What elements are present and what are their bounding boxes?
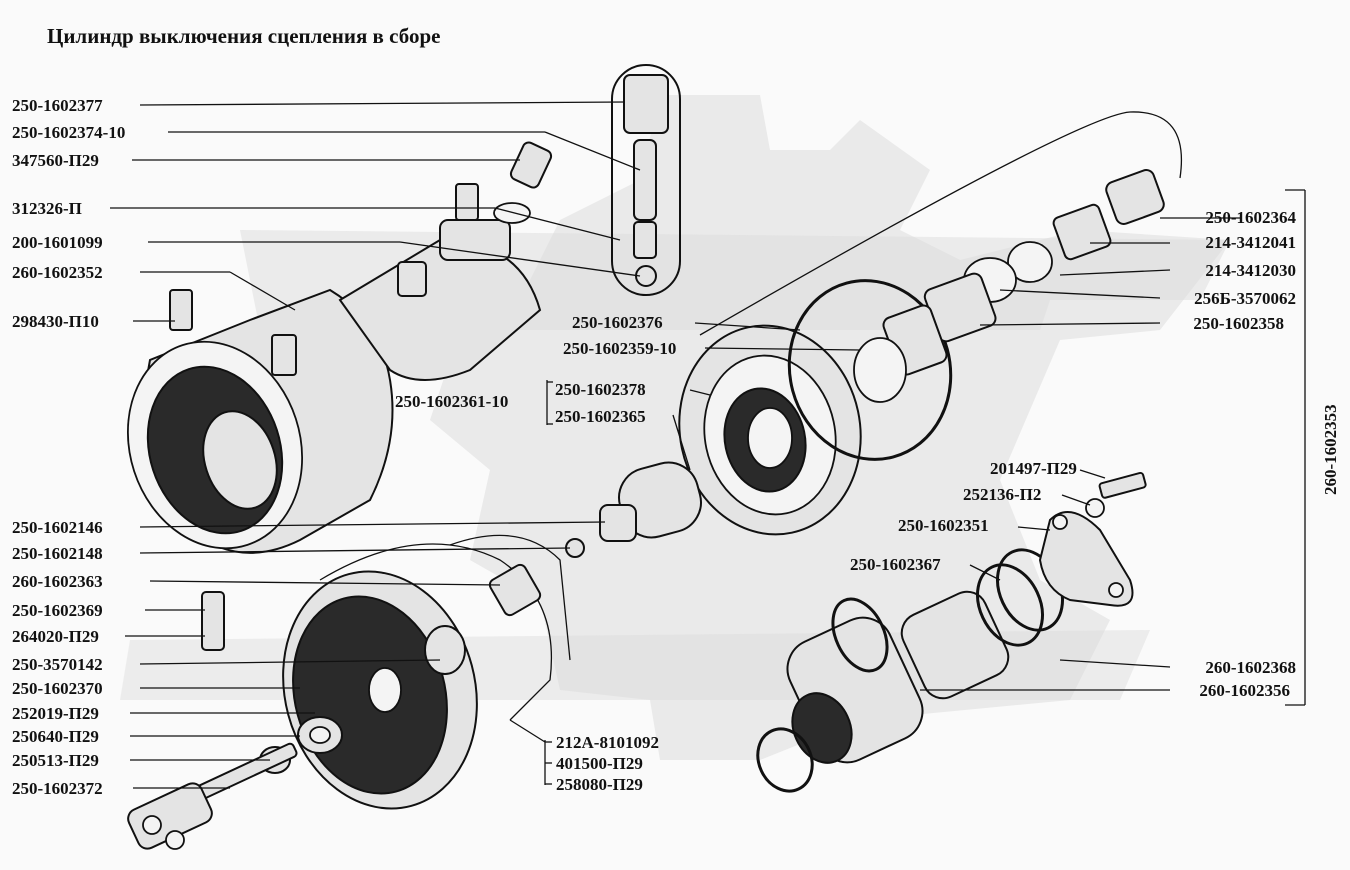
- label-200-1601099: 200-1601099: [12, 233, 103, 252]
- spring-valve-stack: [699, 111, 1182, 403]
- label-214-3412030: 214-3412030: [1205, 261, 1296, 280]
- label-250-1602372: 250-1602372: [12, 779, 103, 798]
- piston-assembly: [565, 279, 953, 558]
- part-labels-center: 250-1602361-10 250-1602378 250-1602365 2…: [395, 313, 1077, 794]
- label-250-1602377: 250-1602377: [12, 96, 103, 115]
- label-214-3412041: 214-3412041: [1205, 233, 1296, 252]
- label-250-1602374-10: 250-1602374-10: [12, 123, 125, 142]
- label-250-1602370: 250-1602370: [12, 679, 103, 698]
- label-250-1602367: 250-1602367: [850, 555, 941, 574]
- label-250-1602361-10: 250-1602361-10: [395, 392, 508, 411]
- label-250-1602359-10: 250-1602359-10: [563, 339, 676, 358]
- part-labels-right: 250-1602364 214-3412041 214-3412030 256Б…: [1193, 208, 1340, 700]
- label-250-1602378: 250-1602378: [555, 380, 646, 399]
- label-250-1602358: 250-1602358: [1193, 314, 1284, 333]
- label-250-3570142: 250-3570142: [12, 655, 103, 674]
- label-201497-p29: 201497-П29: [990, 459, 1077, 478]
- label-250-1602146: 250-1602146: [12, 518, 103, 537]
- diagram-title: Цилиндр выключения сцепления в сборе: [47, 24, 441, 48]
- label-260-1602353-assembly: 260-1602353: [1321, 404, 1340, 495]
- label-258080-p29: 258080-П29: [556, 775, 643, 794]
- label-252136-p2: 252136-П2: [963, 485, 1041, 504]
- label-250-1602148: 250-1602148: [12, 544, 103, 563]
- label-250513-p29: 250513-П29: [12, 751, 99, 770]
- label-260-1602368: 260-1602368: [1205, 658, 1296, 677]
- cylinder-body: [126, 183, 542, 554]
- label-250-1602365: 250-1602365: [555, 407, 646, 426]
- part-labels-left: 250-1602377 250-1602374-10 347560-П29 31…: [12, 96, 125, 798]
- label-312326-p: 312326-П: [12, 199, 82, 218]
- flange-plate: [1038, 471, 1147, 607]
- label-298430-p10: 298430-П10: [12, 312, 99, 331]
- label-250-1602369: 250-1602369: [12, 601, 103, 620]
- label-256b-3570062: 256Б-3570062: [1194, 289, 1296, 308]
- label-250640-p29: 250640-П29: [12, 727, 99, 746]
- label-260-1602363: 260-1602363: [12, 572, 103, 591]
- bleeder-valve-parts: [493, 64, 681, 296]
- label-250-1602364: 250-1602364: [1205, 208, 1296, 227]
- leader-lines: [110, 101, 1306, 789]
- label-260-1602352: 260-1602352: [12, 263, 103, 282]
- label-252019-p29: 252019-П29: [12, 704, 99, 723]
- label-347560-p29: 347560-П29: [12, 151, 99, 170]
- label-264020-p29: 264020-П29: [12, 627, 99, 646]
- label-401500-p29: 401500-П29: [556, 754, 643, 773]
- push-rod: [127, 716, 343, 850]
- nipple-fitting: [201, 591, 225, 651]
- label-250-1602376: 250-1602376: [572, 313, 663, 332]
- label-250-1602351: 250-1602351: [898, 516, 989, 535]
- label-212a-8101092: 212А-8101092: [556, 733, 659, 752]
- label-260-1602356: 260-1602356: [1199, 681, 1290, 700]
